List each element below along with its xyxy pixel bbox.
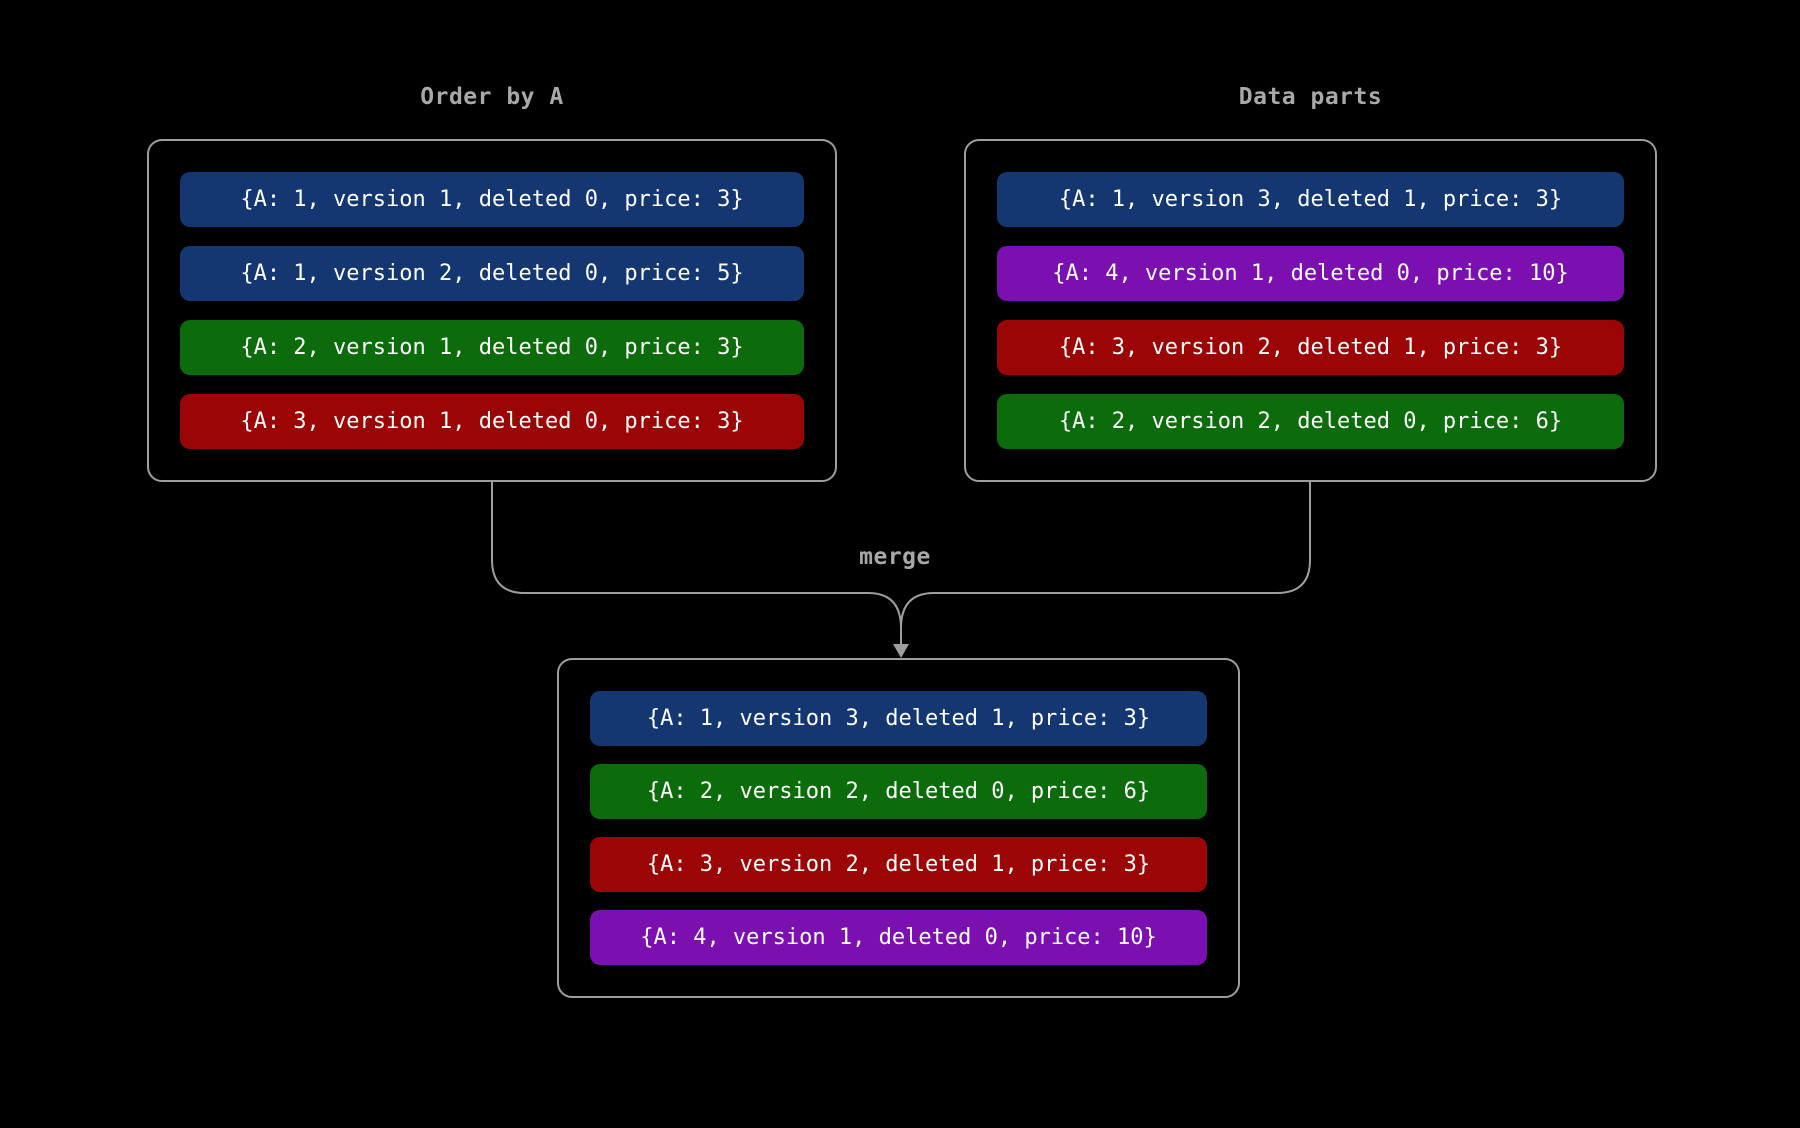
data-row: {A: 3, version 2, deleted 1, price: 3} bbox=[590, 837, 1207, 892]
data-row: {A: 1, version 1, deleted 0, price: 3} bbox=[180, 172, 804, 227]
data-parts-box: {A: 1, version 3, deleted 1, price: 3} {… bbox=[964, 139, 1657, 482]
data-row: {A: 4, version 1, deleted 0, price: 10} bbox=[590, 910, 1207, 965]
data-row: {A: 2, version 2, deleted 0, price: 6} bbox=[590, 764, 1207, 819]
data-row: {A: 2, version 1, deleted 0, price: 3} bbox=[180, 320, 804, 375]
data-row: {A: 1, version 2, deleted 0, price: 5} bbox=[180, 246, 804, 301]
data-row: {A: 1, version 3, deleted 1, price: 3} bbox=[590, 691, 1207, 746]
data-parts-title: Data parts bbox=[1238, 84, 1383, 110]
data-row: {A: 4, version 1, deleted 0, price: 10} bbox=[997, 246, 1624, 301]
data-row: {A: 2, version 2, deleted 0, price: 6} bbox=[997, 394, 1624, 449]
merge-label: merge bbox=[859, 544, 931, 570]
merge-arrowhead-icon bbox=[893, 644, 909, 658]
merged-result-box: {A: 1, version 3, deleted 1, price: 3} {… bbox=[557, 658, 1240, 998]
data-row: {A: 3, version 2, deleted 1, price: 3} bbox=[997, 320, 1624, 375]
data-row: {A: 1, version 3, deleted 1, price: 3} bbox=[997, 172, 1624, 227]
order-by-a-title: Order by A bbox=[420, 84, 564, 110]
order-by-a-box: {A: 1, version 1, deleted 0, price: 3} {… bbox=[147, 139, 837, 482]
data-row: {A: 3, version 1, deleted 0, price: 3} bbox=[180, 394, 804, 449]
